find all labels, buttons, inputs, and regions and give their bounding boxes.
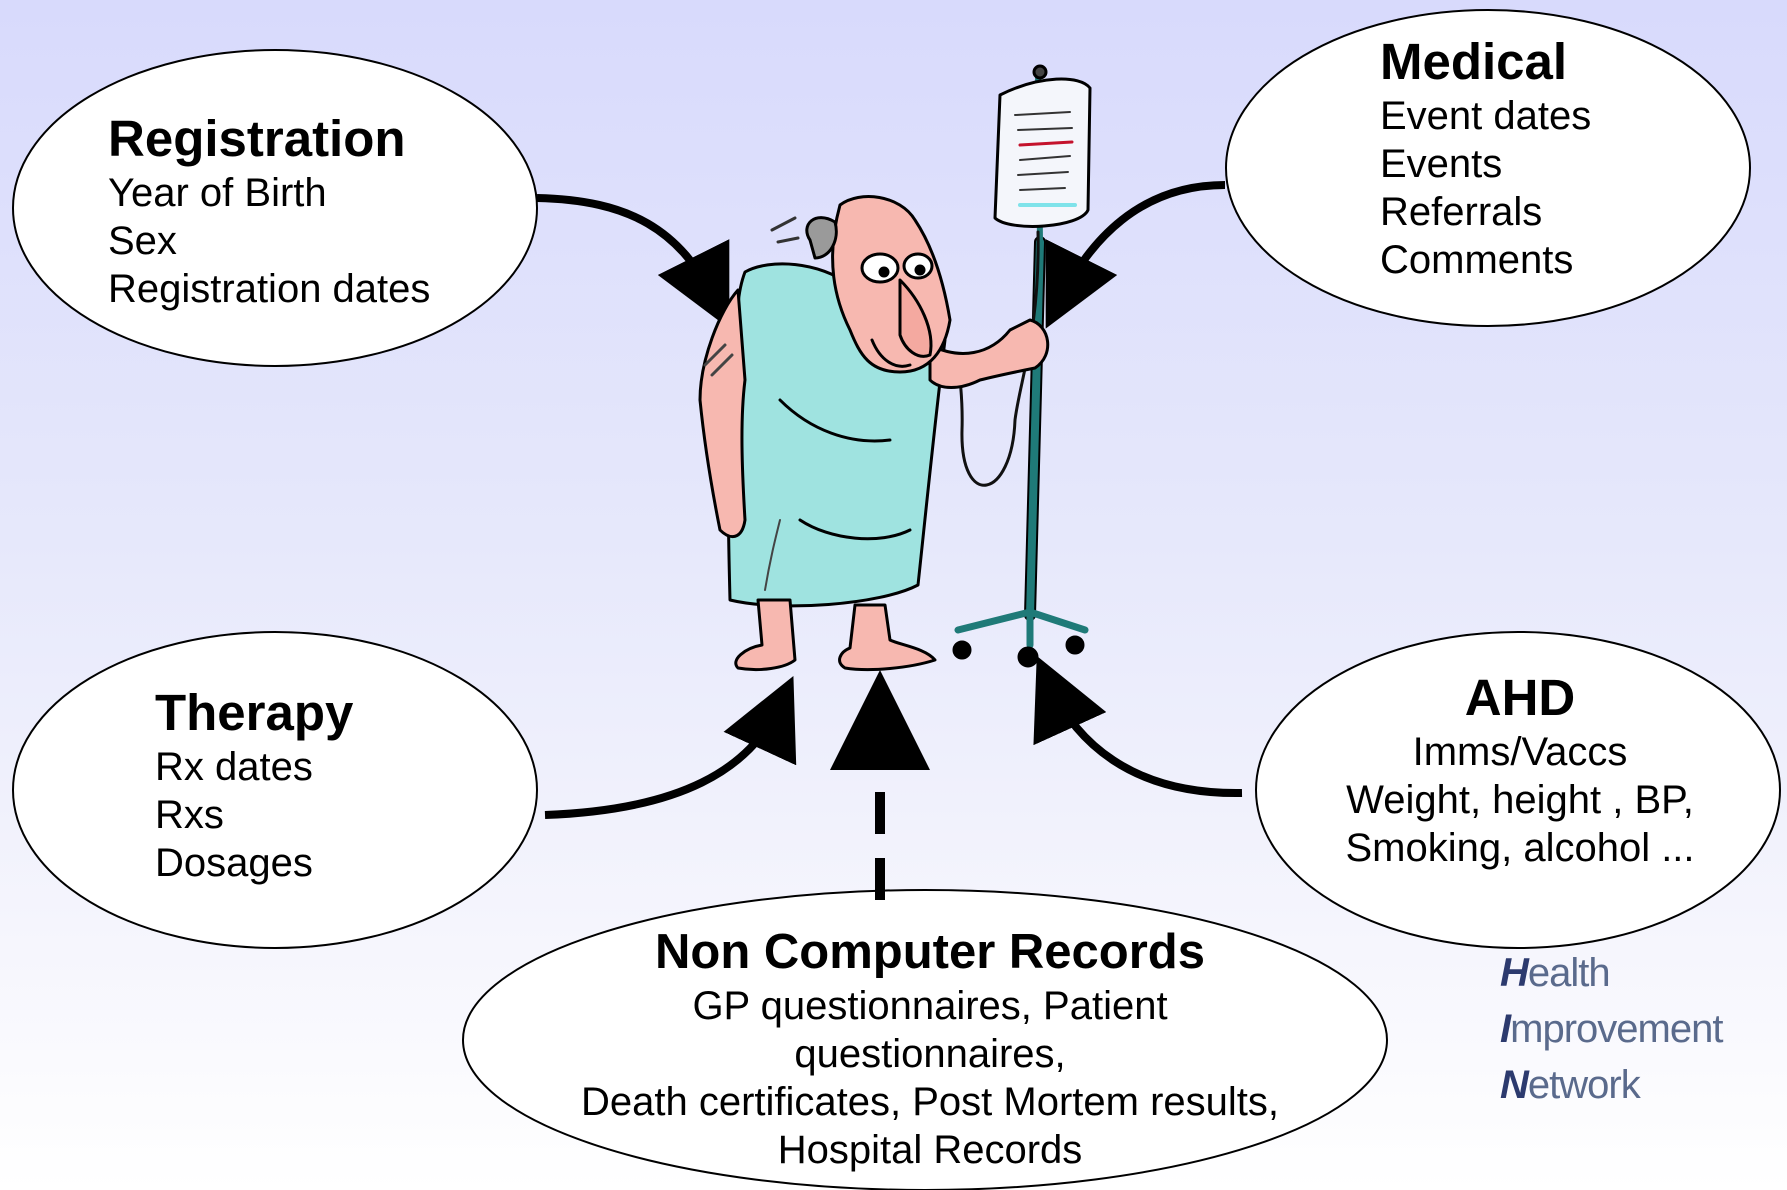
therapy-title: Therapy — [155, 684, 354, 741]
medical-line: Event dates — [1380, 94, 1592, 139]
arrow-registration — [536, 194, 730, 329]
logo-word-health: Health — [1500, 951, 1611, 995]
ahd-bubble: AHD Imms/Vaccs Weight, height , BP, Smok… — [1320, 667, 1720, 872]
arrow-therapy — [544, 675, 797, 819]
arrow-ahd — [1033, 655, 1243, 798]
logo-word-network: Network — [1500, 1063, 1641, 1107]
health-improvement-network-logo: Health Improvement Network — [1500, 945, 1723, 1113]
non-computer-records-line: GP questionnaires, Patient — [692, 983, 1168, 1028]
registration-line: Year of Birth — [108, 171, 327, 216]
non-computer-records-bubble: Non Computer Records GP questionnaires, … — [470, 923, 1390, 1174]
ahd-ellipse — [1255, 631, 1781, 949]
non-computer-records-line: questionnaires, — [794, 1031, 1066, 1076]
therapy-ellipse — [12, 631, 538, 949]
non-computer-records-line: Death certificates, Post Mortem results, — [580, 1079, 1279, 1124]
medical-line: Events — [1380, 142, 1503, 187]
medical-line: Comments — [1380, 238, 1574, 283]
registration-line: Registration dates — [108, 267, 431, 312]
registration-line: Sex — [108, 219, 177, 264]
ahd-line: Imms/Vaccs — [1412, 730, 1628, 775]
registration-ellipse — [12, 49, 538, 367]
patient-with-iv-drip-icon — [698, 64, 1092, 672]
medical-ellipse — [1225, 9, 1751, 327]
ahd-title: AHD — [1464, 669, 1576, 726]
therapy-line: Rxs — [155, 793, 224, 838]
registration-title: Registration — [108, 110, 406, 167]
non-computer-records-title: Non Computer Records — [655, 925, 1205, 979]
non-computer-records-line: Hospital Records — [777, 1127, 1083, 1172]
therapy-line: Rx dates — [155, 745, 313, 790]
non-computer-records-ellipse — [462, 889, 1388, 1190]
arrow-medical — [1045, 181, 1226, 329]
ahd-line: Weight, height , BP, — [1346, 778, 1694, 823]
logo-word-improvement: Improvement — [1500, 1007, 1723, 1051]
medical-line: Referrals — [1380, 190, 1543, 235]
patient-icon — [698, 195, 1050, 672]
registration-bubble: Registration Year of Birth Sex Registrat… — [108, 108, 430, 313]
therapy-bubble: Therapy Rx dates Rxs Dosages — [155, 682, 353, 887]
medical-title: Medical — [1380, 33, 1568, 90]
medical-bubble: Medical Event dates Events Referrals Com… — [1380, 31, 1591, 284]
therapy-line: Dosages — [155, 841, 313, 886]
ahd-line: Smoking, alcohol ... — [1345, 826, 1695, 871]
